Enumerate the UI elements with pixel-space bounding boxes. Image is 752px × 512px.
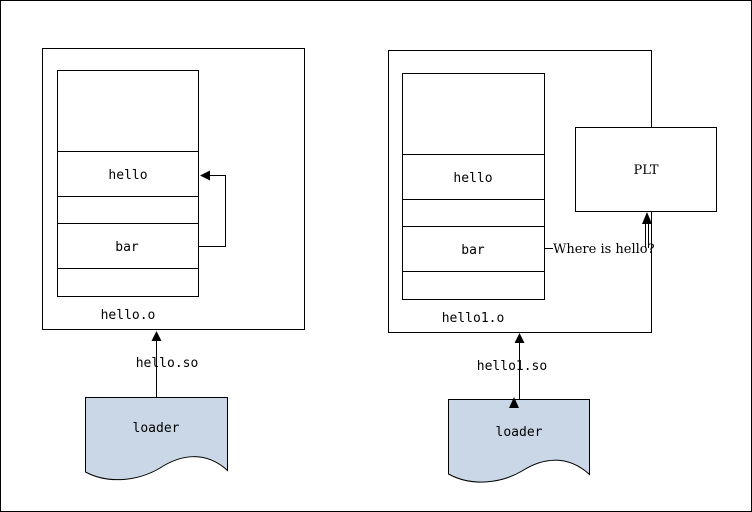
left-group: hello bar hello.o hello.so loader bbox=[42, 48, 305, 481]
left-loader-label: loader bbox=[133, 421, 180, 436]
hello1-so-label: hello1.so bbox=[477, 359, 547, 374]
left-section-top bbox=[57, 70, 199, 152]
hello-o-label: hello.o bbox=[101, 308, 156, 323]
right-loader-inner-arrowhead bbox=[509, 397, 519, 408]
right-section-hello bbox=[402, 154, 545, 200]
right-section-bar bbox=[402, 226, 545, 272]
where-is-hello-label: Where is hello? bbox=[553, 242, 655, 257]
left-hello-label: hello bbox=[108, 168, 147, 183]
hello-so-label: hello.so bbox=[136, 356, 199, 371]
right-section-bottom bbox=[402, 271, 545, 300]
right-group: hello bar PLT Where is hello? hello1.o l… bbox=[388, 50, 717, 483]
plt-arrow-head bbox=[642, 212, 652, 224]
left-section-gap bbox=[57, 196, 199, 224]
right-section-top bbox=[402, 73, 545, 155]
left-section-bar bbox=[57, 223, 199, 269]
plt-label: PLT bbox=[634, 163, 659, 178]
plt-box bbox=[575, 127, 717, 212]
right-loader-label: loader bbox=[496, 425, 543, 440]
right-section-gap bbox=[402, 199, 545, 227]
right-loader-document bbox=[448, 399, 590, 483]
left-loader-document bbox=[85, 397, 228, 481]
right-hello-label: hello bbox=[453, 171, 492, 186]
left-section-bottom bbox=[57, 268, 199, 297]
bar-to-hello-arrow bbox=[199, 170, 226, 247]
left-section-hello bbox=[57, 151, 199, 197]
hello1-o-label: hello1.o bbox=[442, 311, 505, 326]
left-section-stack bbox=[57, 70, 199, 297]
right-section-stack bbox=[402, 73, 545, 300]
right-bar-label: bar bbox=[461, 243, 485, 258]
left-bar-label: bar bbox=[115, 240, 139, 255]
